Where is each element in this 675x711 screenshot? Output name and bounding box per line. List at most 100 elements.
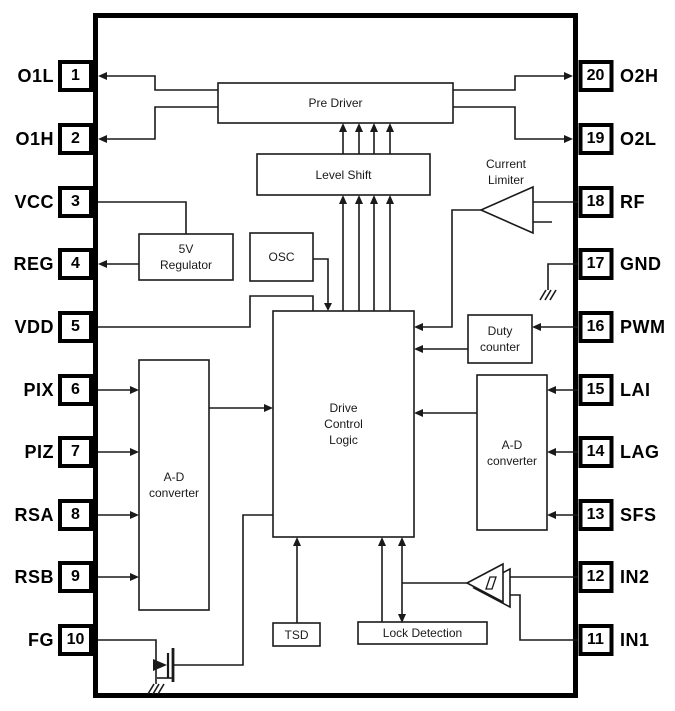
chip-border [93, 13, 578, 698]
pin-box-3 [58, 186, 93, 218]
pin-number: 11 [587, 631, 604, 648]
osc-text: OSC [268, 250, 295, 264]
pin-box-9 [58, 561, 93, 593]
wire-vcc [98, 201, 187, 234]
drive-control-logic-label: Drive Control Logic [273, 311, 414, 537]
adc-right-line2: converter [486, 453, 538, 468]
adc-left-line1: A-D [163, 470, 185, 484]
pin-number: 9 [71, 568, 80, 585]
pin-number: 1 [71, 67, 80, 84]
pin-number: 7 [71, 443, 80, 460]
pin-label-pix: PIX [23, 380, 54, 400]
wires-dcl-to-levelshift [342, 200, 391, 311]
adc-right-label: A-D converter [477, 375, 547, 530]
pin-label-o2h: O2H [620, 66, 659, 86]
pin-box-16 [578, 311, 614, 343]
pin-number: 13 [586, 506, 605, 523]
pin-number: 6 [71, 381, 80, 398]
block-drive-control-logic [272, 310, 415, 538]
adc-left-line2: converter [148, 486, 200, 500]
wire-gnd [547, 263, 578, 290]
pin-label-lai: LAI [620, 380, 651, 400]
pin-label-fg: FG [28, 630, 54, 650]
pin-number: 10 [66, 631, 85, 648]
pin-label-piz: PIZ [24, 442, 54, 462]
pin-number: 2 [71, 130, 80, 147]
pin-box-5 [58, 311, 93, 343]
pin-number: 15 [586, 381, 605, 398]
wire-o1l [101, 75, 218, 91]
pin-box-10 [58, 624, 93, 656]
pin-box-2 [58, 123, 93, 155]
pin-box-4 [58, 248, 93, 280]
tsd-label: TSD [273, 623, 320, 646]
pin-number: 4 [71, 255, 80, 272]
pre-driver-label: Pre Driver [218, 83, 453, 123]
duty-counter-line2: counter [479, 340, 521, 354]
ground-icon-gnd-pin [539, 289, 557, 301]
pin-label-pwm: PWM [620, 317, 666, 337]
wire-o2l [453, 106, 570, 140]
pin-label-sfs: SFS [620, 505, 657, 525]
wire-vdd [98, 295, 314, 328]
block-adc-left [138, 359, 210, 611]
wire-osc-out [313, 258, 329, 303]
tsd-text: TSD [284, 627, 309, 642]
arrowheads [98, 72, 573, 623]
block-osc [249, 232, 314, 282]
pin-box-13 [578, 499, 614, 531]
pin-box-1 [58, 60, 93, 92]
pin-number: 17 [586, 255, 605, 272]
block-outlines [138, 82, 548, 647]
pin-number: 14 [586, 443, 605, 460]
pin-number: 8 [71, 506, 80, 523]
regulator-label: 5V Regulator [139, 234, 233, 280]
pin-box-6 [58, 374, 93, 406]
wires-levelshift-to-predriver [342, 128, 391, 154]
dcl-line2: Control [324, 417, 363, 431]
block-5v-regulator [138, 233, 234, 281]
pin-box-17 [578, 248, 614, 280]
pin-number: 18 [586, 193, 605, 210]
wire-o2h [453, 75, 570, 91]
pin-number: 12 [586, 568, 605, 585]
regulator-line2: Regulator [159, 258, 213, 272]
pin-label-o1h: O1H [15, 129, 54, 149]
pin-label-in1: IN1 [620, 630, 650, 650]
current-limiter-icon [479, 185, 534, 235]
block-level-shift [256, 153, 431, 196]
block-lock-detection [357, 621, 488, 645]
pin-box-18 [578, 186, 614, 218]
regulator-line1: 5V [178, 242, 194, 256]
block-pre-driver [217, 82, 454, 124]
pin-label-rf: RF [620, 192, 645, 212]
pin-label-rsa: RSA [14, 505, 54, 525]
pre-driver-text: Pre Driver [308, 96, 363, 110]
pin-label-vcc: VCC [14, 192, 54, 212]
pin-number: 20 [586, 67, 605, 84]
pin-number: 5 [71, 318, 80, 335]
mosfet-icon [153, 648, 175, 682]
level-shift-text: Level Shift [315, 167, 372, 182]
pin-box-12 [578, 561, 614, 593]
pin-box-14 [578, 436, 614, 468]
level-shift-label: Level Shift [257, 154, 430, 195]
pin-box-15 [578, 374, 614, 406]
pin-box-7 [58, 436, 93, 468]
pin-box-11 [578, 624, 614, 656]
current-limiter-label: Current Limiter [462, 155, 550, 189]
pin-number: 19 [586, 130, 605, 147]
wire-in1 [506, 594, 578, 641]
pin-boxes [58, 60, 614, 656]
pin-label-rsb: RSB [14, 567, 54, 587]
pin-label-o2l: O2L [620, 129, 657, 149]
block-adc-right [476, 374, 548, 531]
current-limiter-line1: Current [485, 157, 526, 171]
osc-label: OSC [250, 233, 313, 281]
pin-box-20 [578, 60, 614, 92]
lock-detection-text: Lock Detection [382, 626, 463, 640]
pin-label-vdd: VDD [14, 317, 54, 337]
block-tsd [272, 622, 321, 647]
